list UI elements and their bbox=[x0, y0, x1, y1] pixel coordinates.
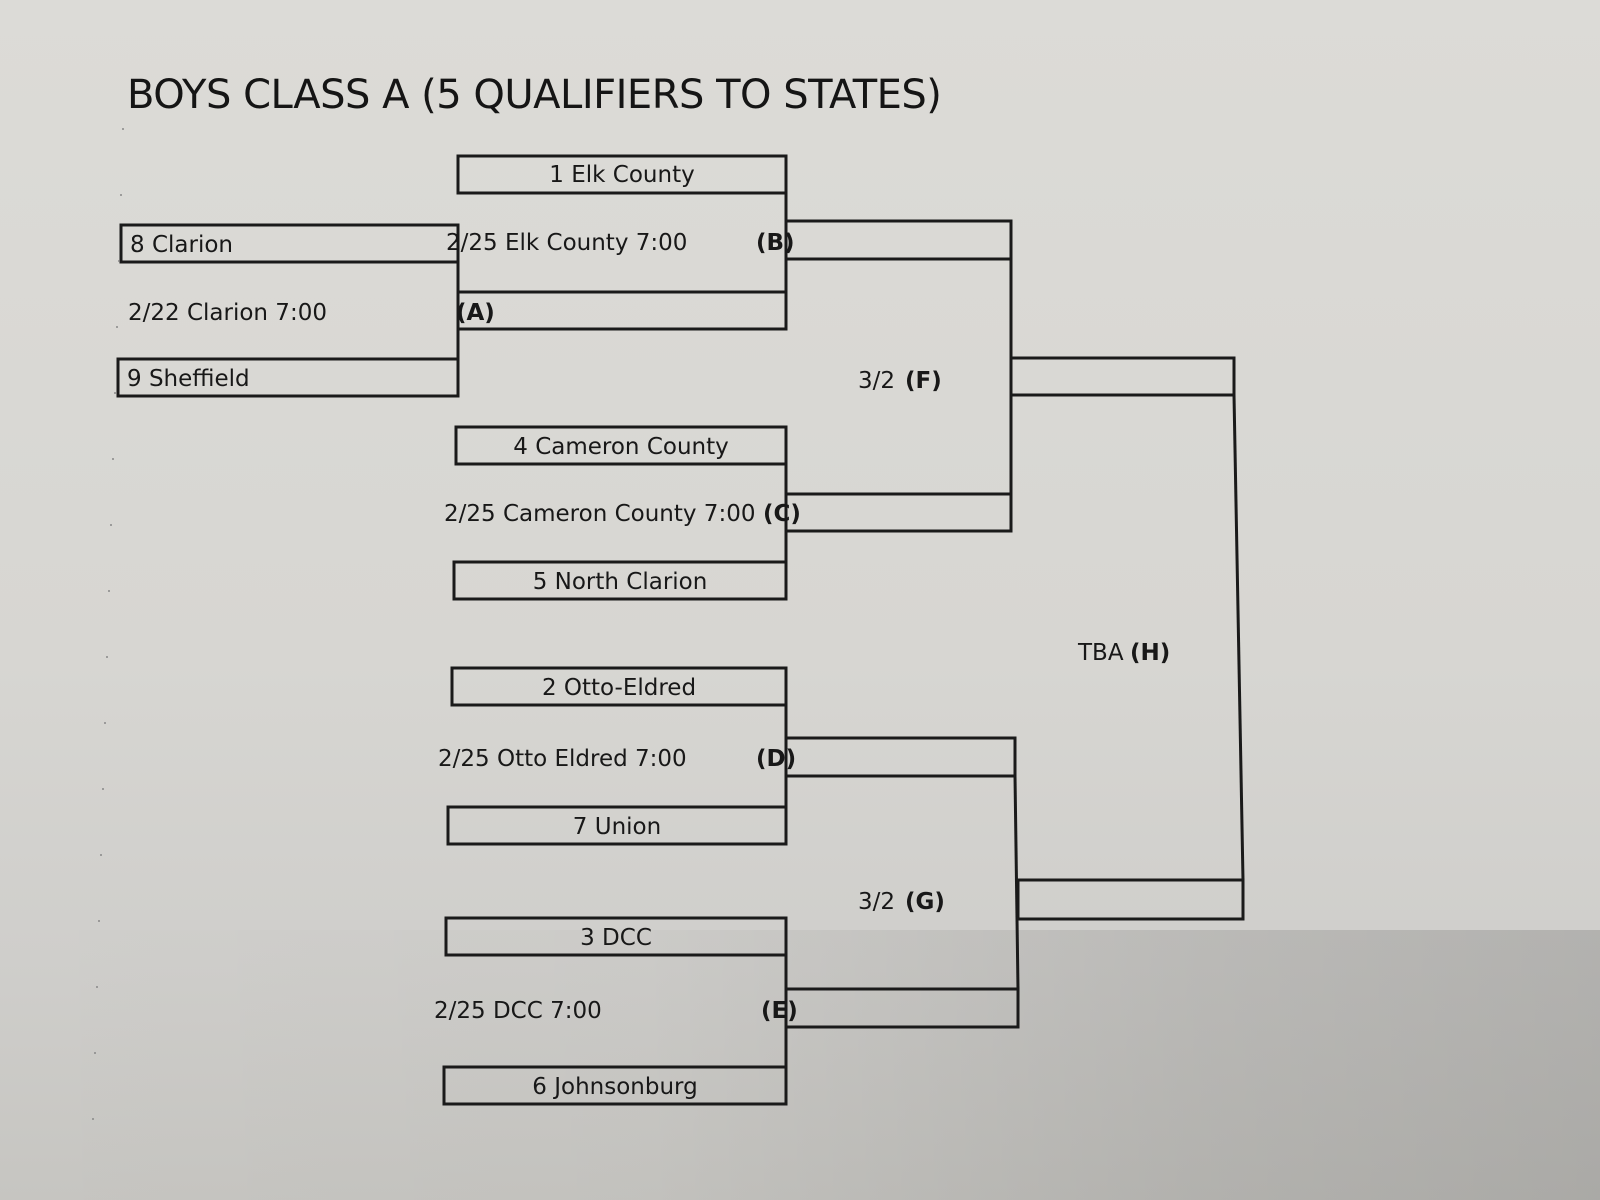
team-label-johnsonburg: 6 Johnsonburg bbox=[532, 1074, 698, 1100]
margin-dot bbox=[98, 920, 100, 922]
team-box-sheffield bbox=[116, 357, 460, 398]
winner-box-f bbox=[1009, 356, 1236, 397]
game-f-tag: (F) bbox=[905, 368, 942, 394]
team-box-union bbox=[446, 805, 788, 846]
margin-dot bbox=[108, 590, 110, 592]
game-e-tag: (E) bbox=[761, 998, 798, 1024]
margin-dot bbox=[120, 194, 122, 196]
winner-box-e bbox=[784, 987, 1020, 1029]
game-d-info: 2/25 Otto Eldred 7:00 bbox=[438, 746, 687, 772]
game-c-tag: (C) bbox=[763, 501, 801, 527]
team-label-sheffield: 9 Sheffield bbox=[127, 366, 250, 392]
margin-dot bbox=[112, 458, 114, 460]
team-label-union: 7 Union bbox=[572, 814, 662, 840]
team-label-clarion: 8 Clarion bbox=[130, 232, 233, 258]
team-label-otto-eldred: 2 Otto-Eldred bbox=[541, 675, 697, 701]
margin-dot bbox=[110, 524, 112, 526]
margin-dot bbox=[92, 1118, 94, 1120]
game-e-info: 2/25 DCC 7:00 bbox=[434, 998, 602, 1024]
winner-box-d bbox=[784, 736, 1017, 778]
connector-h bbox=[1232, 394, 1245, 881]
team-box-clarion bbox=[119, 223, 460, 264]
paper-shadow bbox=[0, 930, 1600, 1200]
team-box-cameron-county bbox=[454, 425, 788, 466]
margin-dot bbox=[100, 854, 102, 856]
page-title: BOYS CLASS A (5 QUALIFIERS TO STATES) bbox=[127, 72, 942, 118]
game-c-info: 2/25 Cameron County 7:00 bbox=[444, 501, 756, 527]
team-box-johnsonburg bbox=[442, 1065, 788, 1106]
winner-box-a bbox=[456, 290, 788, 331]
game-g-tag: (G) bbox=[905, 889, 945, 915]
game-h-tag: (H) bbox=[1130, 640, 1171, 666]
game-g-info: 3/2 bbox=[858, 889, 896, 915]
game-h-info: TBA bbox=[1078, 640, 1124, 666]
margin-dot bbox=[114, 392, 116, 394]
game-f-info: 3/2 bbox=[858, 368, 896, 394]
margin-dot bbox=[102, 788, 104, 790]
winner-box-g bbox=[1016, 878, 1245, 921]
team-label-dcc: 3 DCC bbox=[580, 925, 652, 951]
winner-box-b bbox=[784, 219, 1013, 261]
margin-dot bbox=[106, 656, 108, 658]
game-b-info: 2/25 Elk County 7:00 bbox=[446, 230, 688, 256]
team-label-north-clarion: 5 North Clarion bbox=[532, 569, 708, 595]
margin-dot bbox=[104, 722, 106, 724]
game-a-tag: (A) bbox=[456, 300, 495, 326]
margin-dot bbox=[96, 986, 98, 988]
margin-dot bbox=[118, 260, 120, 262]
game-a-info: 2/22 Clarion 7:00 bbox=[128, 300, 327, 326]
team-label-elk-county: 1 Elk County bbox=[549, 162, 695, 188]
team-label-cameron-county: 4 Cameron County bbox=[513, 434, 729, 460]
team-box-otto-eldred bbox=[450, 666, 788, 707]
margin-dot bbox=[94, 1052, 96, 1054]
winner-box-c bbox=[784, 492, 1013, 533]
margin-dot bbox=[116, 326, 118, 328]
game-d-tag: (D) bbox=[756, 746, 797, 772]
team-box-dcc bbox=[444, 916, 788, 957]
margin-dot bbox=[122, 128, 124, 130]
game-b-tag: (B) bbox=[756, 230, 795, 256]
team-box-north-clarion bbox=[452, 560, 788, 601]
team-box-elk-county bbox=[456, 154, 788, 195]
